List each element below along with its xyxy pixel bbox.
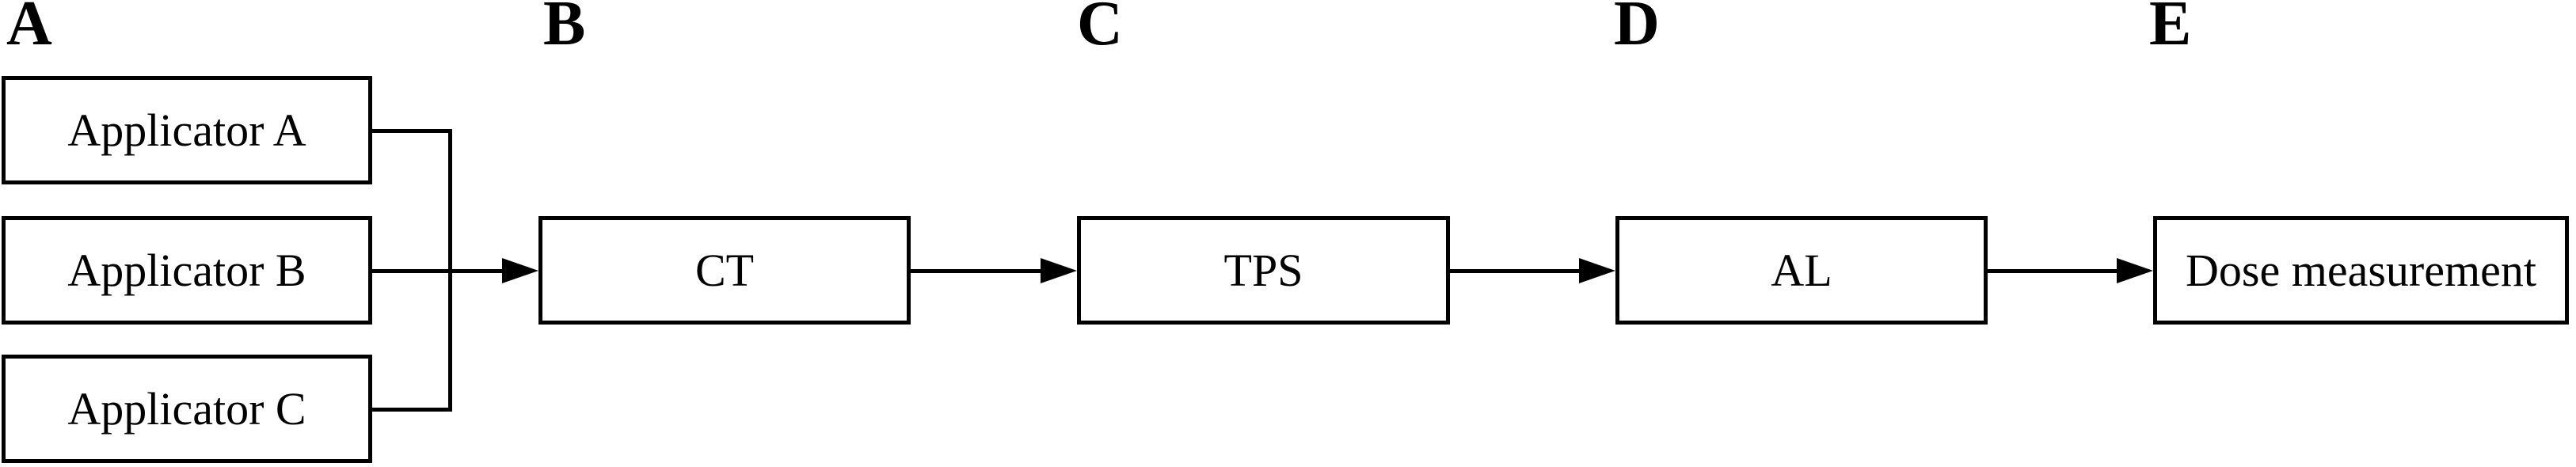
node-applicator-a: Applicator A <box>2 76 372 184</box>
node-tps: TPS <box>1077 216 1450 325</box>
connector-applicator-a <box>371 129 452 133</box>
connector-applicator-c <box>371 408 452 412</box>
node-ct: CT <box>538 216 911 325</box>
panel-label-b: B <box>543 0 586 59</box>
panel-label-a: A <box>6 0 52 59</box>
connector-ct-to-tps <box>911 269 1045 273</box>
connector-tps-to-al <box>1450 269 1585 273</box>
node-applicator-c: Applicator C <box>2 355 372 463</box>
connector-al-to-dose <box>1986 269 2122 273</box>
node-dose-measurement: Dose measurement <box>2153 216 2569 325</box>
arrow-right-icon-ct <box>502 258 538 283</box>
arrow-right-icon-dose <box>2117 258 2153 283</box>
arrow-right-icon-tps <box>1041 258 1077 283</box>
connector-merge-to-ct <box>371 269 507 273</box>
panel-label-c: C <box>1077 0 1123 59</box>
panel-label-e: E <box>2149 0 2192 59</box>
arrow-right-icon-al <box>1579 258 1615 283</box>
node-applicator-b: Applicator B <box>2 216 372 325</box>
node-al: AL <box>1615 216 1988 325</box>
panel-label-d: D <box>1614 0 1660 59</box>
